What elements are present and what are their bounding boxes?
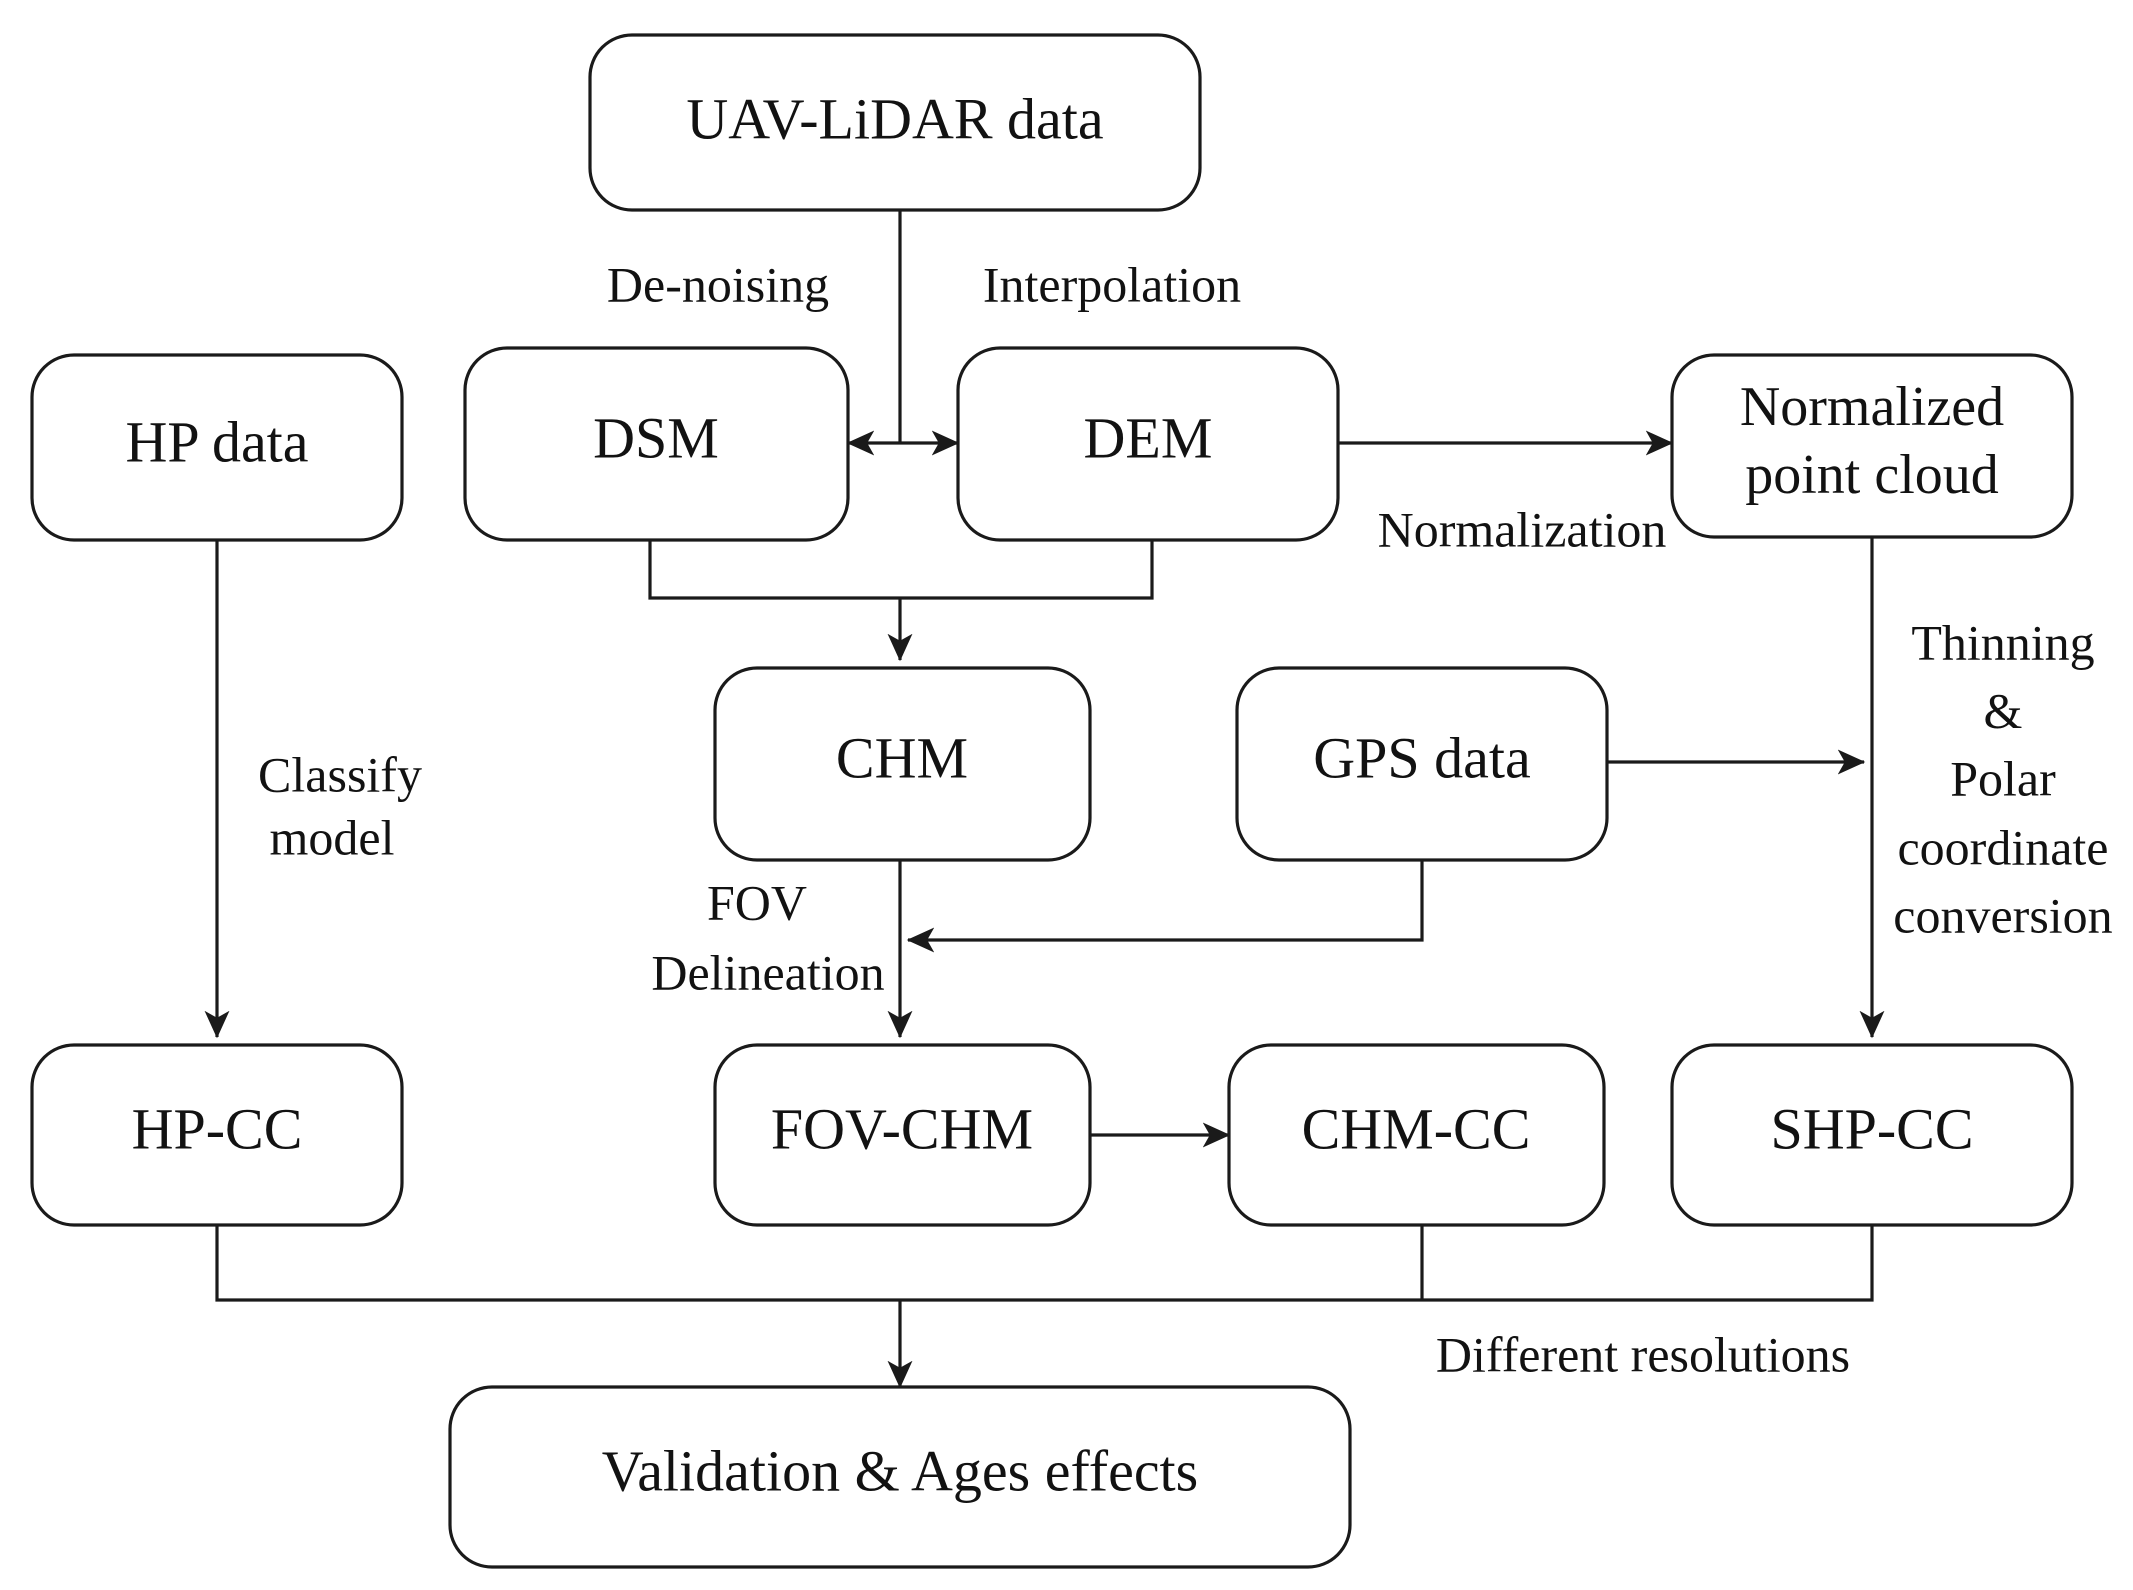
- edge-label-thinning-line5: conversion: [1893, 887, 2112, 943]
- edge-label-fov-line1: FOV: [707, 874, 807, 930]
- edge-label-normalization: Normalization: [1378, 501, 1667, 557]
- edge-label-interpolation: Interpolation: [983, 256, 1241, 312]
- edge-label-de-noising: De-noising: [607, 256, 829, 312]
- node-label-chm-cc: CHM-CC: [1302, 1096, 1531, 1161]
- node-hp-cc[interactable]: HP-CC: [30, 1043, 404, 1227]
- edge-dsm-down: [648, 540, 1154, 600]
- node-validation-ages-effects[interactable]: Validation & Ages effects: [448, 1385, 1352, 1569]
- node-label-fov-chm: FOV-CHM: [771, 1096, 1033, 1161]
- node-label-normalized-point-cloud-line2: point cloud: [1745, 444, 1999, 506]
- edge-label-classify-line2: model: [270, 809, 395, 865]
- node-label-uav-lidar-data: UAV-LiDAR data: [686, 86, 1103, 151]
- node-dem[interactable]: DEM: [956, 346, 1340, 542]
- edge-label-layer: De-noising Interpolation Normalization C…: [258, 256, 2113, 1382]
- edge-label-thinning-line3: Polar: [1950, 750, 2056, 806]
- node-chm[interactable]: CHM: [713, 666, 1092, 862]
- node-normalized-point-cloud[interactable]: Normalized point cloud: [1670, 353, 2074, 539]
- node-label-dsm: DSM: [593, 405, 719, 470]
- node-fov-chm[interactable]: FOV-CHM: [713, 1043, 1092, 1227]
- edge-hpcc-down: [215, 1225, 1874, 1302]
- node-label-dem: DEM: [1084, 405, 1213, 470]
- edge-layer: [204, 210, 1885, 1389]
- node-label-normalized-point-cloud-line1: Normalized: [1740, 376, 2004, 438]
- node-label-chm: CHM: [836, 725, 968, 790]
- node-hp-data[interactable]: HP data: [30, 353, 404, 542]
- edge-label-thinning-line1: Thinning: [1911, 614, 2094, 670]
- node-label-shp-cc: SHP-CC: [1770, 1096, 1973, 1161]
- edge-label-different-resolutions: Different resolutions: [1436, 1326, 1850, 1382]
- node-label-hp-data: HP data: [125, 409, 308, 474]
- node-uav-lidar-data[interactable]: UAV-LiDAR data: [588, 33, 1202, 212]
- edge-label-thinning-line4: coordinate: [1897, 819, 2108, 875]
- node-gps-data[interactable]: GPS data: [1235, 666, 1609, 862]
- node-layer: UAV-LiDAR data HP data DSM DEM Normalize…: [30, 33, 2074, 1569]
- edge-label-classify-line1: Classify: [258, 746, 422, 802]
- edge-label-fov-line2: Delineation: [651, 944, 884, 1000]
- node-label-validation-ages-effects: Validation & Ages effects: [602, 1438, 1199, 1503]
- edge-gps-fov: [906, 860, 1424, 953]
- node-label-hp-cc: HP-CC: [132, 1096, 303, 1161]
- node-label-gps-data: GPS data: [1313, 725, 1531, 790]
- node-chm-cc[interactable]: CHM-CC: [1227, 1043, 1606, 1227]
- node-dsm[interactable]: DSM: [463, 346, 850, 542]
- edge-label-thinning-line2: &: [1984, 682, 2023, 738]
- node-shp-cc[interactable]: SHP-CC: [1670, 1043, 2074, 1227]
